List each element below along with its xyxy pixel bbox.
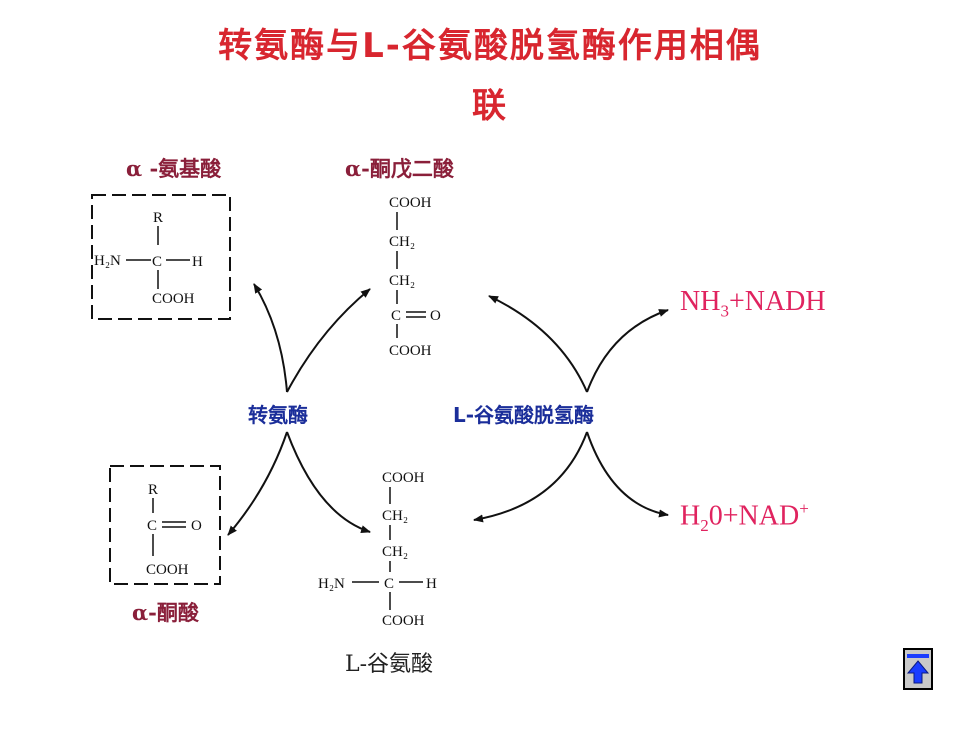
svg-text:COOH: COOH [382,613,425,629]
label-keto-acid: α-酮酸 [132,600,199,625]
svg-text:H₂N: H₂N [318,576,345,592]
svg-text:COOH: COOH [389,343,432,359]
svg-text:C: C [147,518,157,534]
amino-acid-structure: R H₂N C H COOH [94,210,203,307]
svg-text:R: R [153,210,163,226]
svg-text:C: C [384,576,394,592]
arrow-to-ketoglutarate [286,288,371,393]
keto-acid-structure: R C O COOH [146,482,202,578]
svg-text:O: O [430,308,441,324]
label-transaminase: 转氨酶 [248,403,308,427]
dehydrogenase-arrows [473,295,669,523]
label-amino-acid: α -氨基酸 [126,156,222,181]
svg-text:C: C [152,254,162,270]
glutamate-structure: COOH CH₂ CH₂ H₂N C H COOH [318,470,437,629]
arrow-to-h2o-nad [586,431,669,518]
label-dehydrogenase: L-谷氨酸脱氢酶 [453,403,595,427]
svg-text:COOH: COOH [382,470,425,486]
svg-text:COOH: COOH [389,195,432,211]
svg-text:CH₂: CH₂ [382,508,408,524]
page-title-line1: 转氨酶与L-谷氨酸脱氢酶作用相偶 [218,26,762,66]
arrow-to-ketoglutarate-right [488,295,588,393]
svg-text:H: H [192,254,203,270]
back-to-top-icon [905,650,931,688]
label-ketoglutarate: α-酮戊二酸 [345,156,454,181]
product-nh3-nadh: NH3+NADH [680,286,826,321]
transaminase-arrows [227,283,371,536]
svg-text:CH₂: CH₂ [382,544,408,560]
back-to-top-button[interactable] [903,648,933,690]
svg-text:O: O [191,518,202,534]
arrow-to-glutamate [286,431,371,533]
svg-text:COOH: COOH [146,562,189,578]
keto-acid-box [109,465,221,585]
svg-text:COOH: COOH [152,291,195,307]
arrow-to-glutamate-right [473,431,588,523]
label-glutamate: L-谷氨酸 [345,652,434,677]
svg-text:C: C [391,308,401,324]
svg-text:H: H [426,576,437,592]
ketoglutarate-structure: COOH CH₂ CH₂ C O COOH [389,195,441,359]
arrow-to-nh3-nadh [586,309,669,393]
svg-text:H₂N: H₂N [94,253,121,269]
amino-acid-box [91,194,231,320]
product-h2o-nad: H20+NAD+ [680,499,809,535]
arrow-to-keto-acid [227,431,288,536]
svg-text:R: R [148,482,158,498]
svg-text:CH₂: CH₂ [389,273,415,289]
svg-text:CH₂: CH₂ [389,234,415,250]
page-title-line2: 联 [472,86,508,126]
arrow-to-amino-acid [253,283,288,393]
